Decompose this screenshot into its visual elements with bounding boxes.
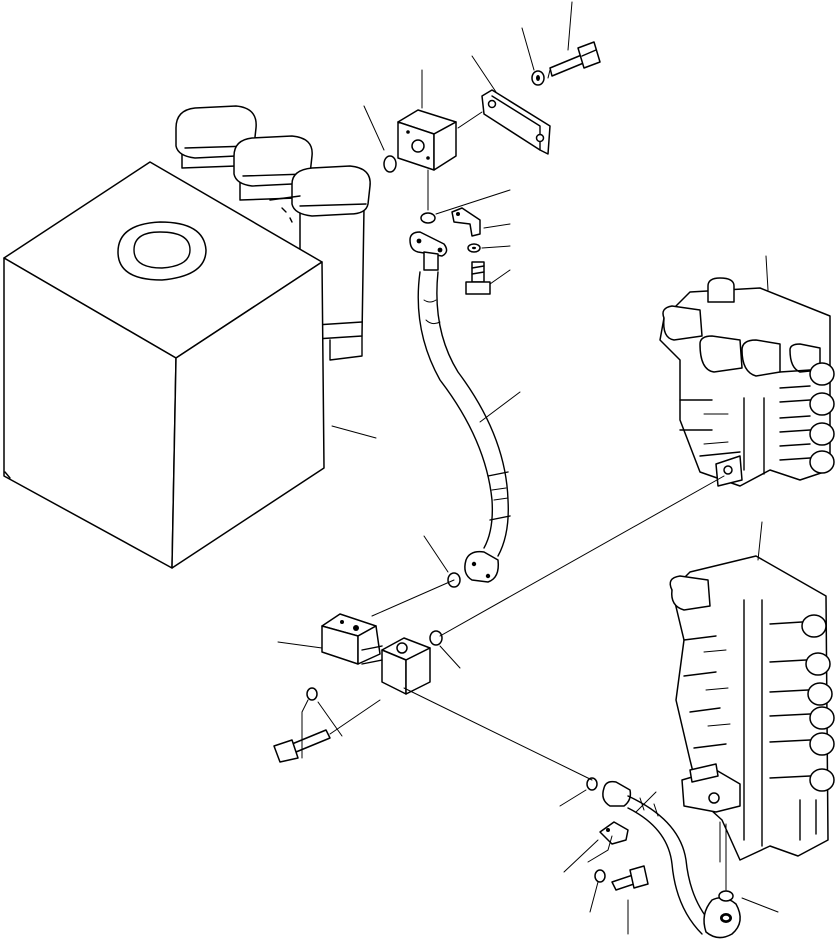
assembly-centerlines [329,69,727,891]
split-flange-half [451,207,481,237]
control-valve-upper [659,277,835,487]
small-washer [467,243,481,253]
filler-neck [117,221,207,281]
o-ring-return [586,777,598,791]
control-valve-lower [669,555,835,861]
top-flange-block [397,109,457,171]
o-ring-under-block [420,212,436,224]
o-ring-top [383,155,397,173]
return-clamp [599,821,629,845]
spool-caps-lower [769,614,835,792]
lower-block-right [361,637,431,695]
mounting-plate [481,89,551,155]
top-washer [531,70,545,86]
return-bolt [611,865,649,891]
lower-washer [306,687,318,701]
return-washer [594,869,606,883]
top-bolt [549,41,601,77]
o-ring-valve-port [718,890,734,902]
hydraulic-tank [3,105,371,569]
o-ring-lower-right [429,630,443,646]
return-hose [602,780,741,939]
lower-block-left [321,613,381,665]
leader-lines [277,1,779,935]
filter-cap-1 [175,105,257,169]
flange-bolt [465,261,491,295]
spool-caps-upper [779,362,835,474]
suction-hose [409,231,511,583]
